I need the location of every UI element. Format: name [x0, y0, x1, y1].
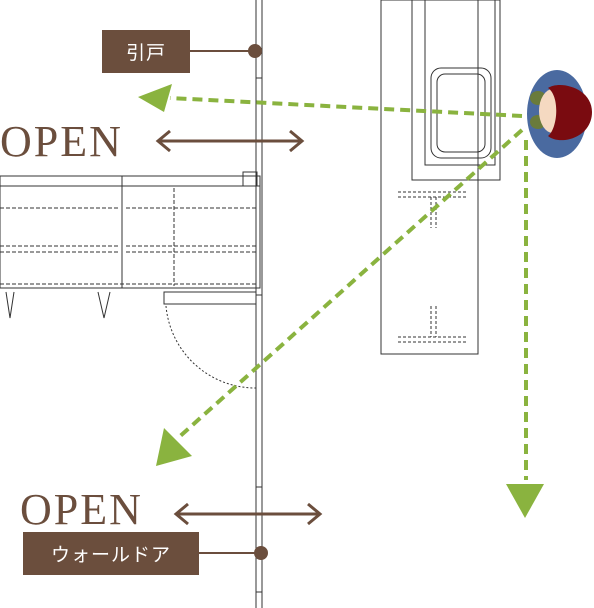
arrow-head-down-icon — [506, 484, 544, 518]
open-label-bottom: OPEN — [20, 485, 143, 534]
dot-marker-icon — [254, 546, 268, 560]
arrow-head-left-icon — [138, 84, 172, 112]
arrow-heads — [138, 84, 544, 518]
callout-leaders — [190, 44, 268, 560]
open-label-top: OPEN — [0, 117, 123, 166]
arrow-head-down-left-icon — [156, 428, 192, 466]
wall-door-label: ウォールドア — [23, 532, 199, 575]
dot-marker-icon — [248, 44, 262, 58]
sight-lines — [169, 96, 528, 480]
partition-wall — [255, 0, 263, 608]
left-cabinet — [0, 171, 261, 319]
door-swing — [165, 305, 257, 389]
double-arrow-icon — [155, 129, 323, 526]
right-counter — [380, 0, 501, 355]
sliding-door-label: 引戸 — [102, 30, 190, 73]
person-topdown-icon — [527, 70, 592, 158]
